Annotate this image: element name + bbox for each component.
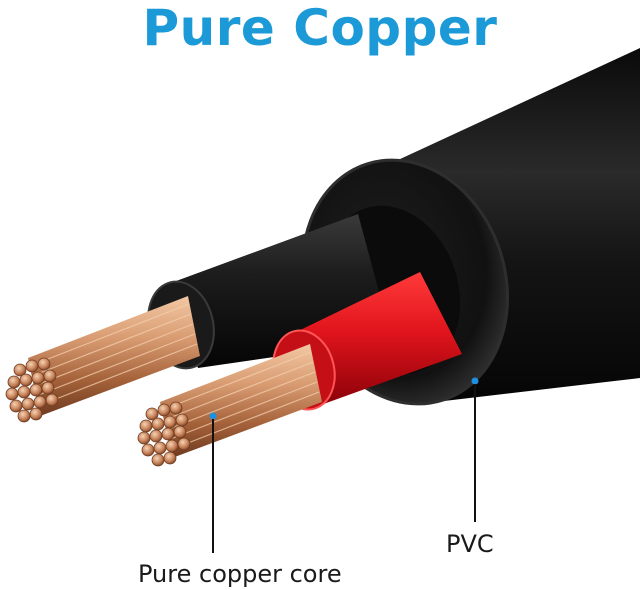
pvc-callout <box>471 377 479 522</box>
copper-core-label: Pure copper core <box>138 560 342 588</box>
pvc-label: PVC <box>446 530 494 558</box>
pvc-marker-dot <box>471 377 479 385</box>
copper-strands-lower <box>137 344 322 467</box>
copper-marker-dot <box>209 412 217 420</box>
page-title: Pure Copper <box>142 0 498 57</box>
copper-strands-upper <box>5 296 200 423</box>
copper-core-callout <box>209 412 217 553</box>
